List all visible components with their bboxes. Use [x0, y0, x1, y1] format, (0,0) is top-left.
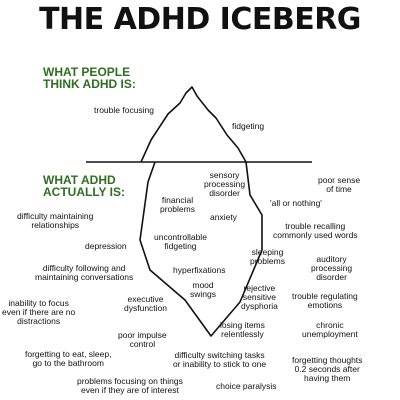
page-title: THE ADHD ICEBERG	[39, 2, 361, 37]
iceberg-underwater	[139, 161, 263, 337]
label-depression: depression	[85, 241, 127, 251]
iceberg-tip	[140, 86, 247, 163]
label-forgetting-to-eat: forgetting to eat, sleep,go to the bathr…	[25, 349, 112, 368]
label-all-or-nothing: 'all or nothing'	[270, 198, 322, 208]
label-choice-paralysis: choice paralysis	[216, 381, 277, 391]
label-anxiety: anxiety	[210, 212, 237, 222]
label-fidgeting: fidgeting	[232, 121, 265, 131]
label-hyperfixations: hyperfixations	[173, 265, 226, 275]
label-trouble-focusing: trouble focusing	[94, 105, 155, 115]
